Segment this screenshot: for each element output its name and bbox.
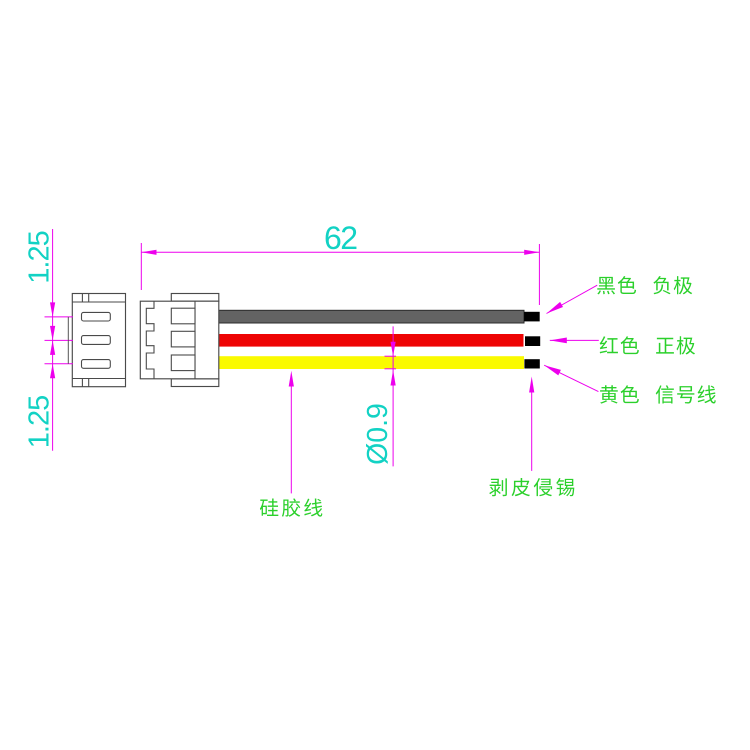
svg-text:62: 62 bbox=[324, 220, 357, 256]
svg-text:Ø0.9: Ø0.9 bbox=[362, 403, 394, 465]
svg-text:1.25: 1.25 bbox=[23, 231, 55, 283]
svg-text:1.25: 1.25 bbox=[24, 396, 56, 448]
